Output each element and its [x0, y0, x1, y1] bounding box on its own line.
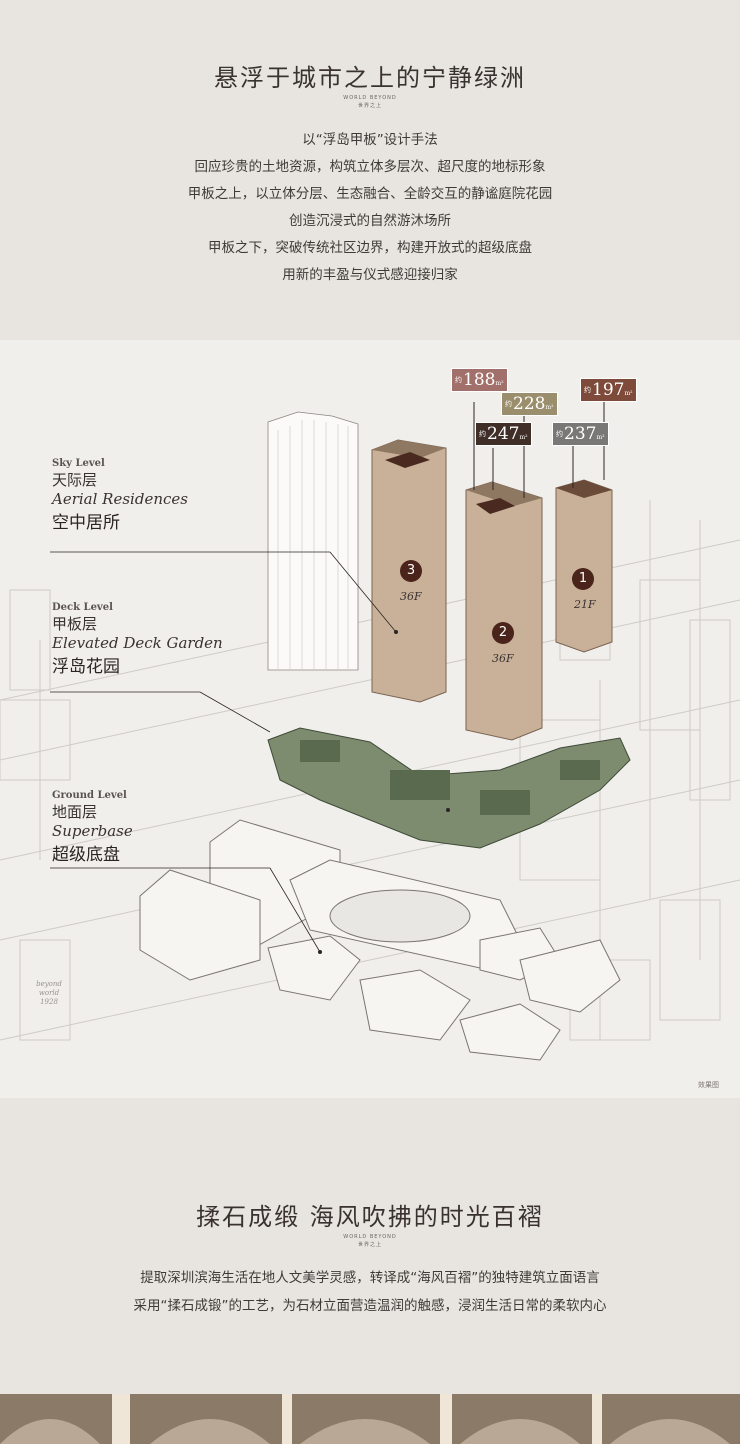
brand-mini-mark: WORLD BEYOND — [343, 95, 397, 101]
intro-line: 甲板之上，以立体分层、生态融合、全龄交互的静谧庭院花园 — [187, 186, 553, 202]
facade-photo — [0, 1394, 740, 1444]
paragraph-line: 提取深圳滨海生活在地人文美学灵感，转译成“海风百褶”的独特建筑立面语言 — [140, 1270, 600, 1286]
building-floors: 36F — [400, 590, 422, 603]
level-en: Deck Level — [52, 602, 113, 613]
intro-line: 甲板之下，突破传统社区边界，构建开放式的超级底盘 — [208, 240, 532, 256]
building-number-badge: 3 — [400, 560, 422, 582]
unit-size-tag: 约188m² — [451, 368, 508, 392]
level-label-sky: Sky Level 天际层 Aerial Residences 空中居所 — [52, 458, 188, 533]
level-cn2: 空中居所 — [52, 513, 120, 533]
section2-paragraph: 提取深圳滨海生活在地人文美学灵感，转译成“海风百褶”的独特建筑立面语言 采用“揉… — [0, 1264, 740, 1320]
intro-line: 用新的丰盈与仪式感迎接归家 — [282, 267, 458, 283]
level-cn: 地面层 — [52, 803, 98, 821]
facade-photo-strip — [0, 1394, 740, 1444]
axonometric-illustration — [0, 402, 740, 1061]
level-italic: Superbase — [52, 822, 133, 840]
building-floors: 36F — [492, 652, 514, 665]
intro-paragraph: 以“浮岛甲板”设计手法 回应珍贵的土地资源，构筑立体多层次、超尺度的地标形象 甲… — [0, 127, 740, 289]
level-en: Sky Level — [52, 458, 105, 469]
leader-dot — [394, 630, 398, 634]
brand-mini-mark-2: WORLD BEYOND — [343, 1234, 397, 1240]
paragraph-line: 采用“揉石成锻”的工艺，为石材立面营造温润的触感，浸润生活日常的柔软内心 — [133, 1298, 607, 1314]
intro-line: 以“浮岛甲板”设计手法 — [302, 132, 438, 148]
level-cn2: 浮岛花园 — [52, 657, 120, 677]
unit-size-tag: 约197m² — [580, 378, 637, 402]
unit-size-tag: 约228m² — [501, 392, 558, 416]
level-en: Ground Level — [52, 790, 127, 801]
leader-dot — [318, 950, 322, 954]
level-cn: 甲板层 — [52, 615, 98, 633]
brand-mini-sub-2: 世界之上 — [357, 1242, 382, 1248]
level-italic: Elevated Deck Garden — [52, 634, 223, 652]
level-italic: Aerial Residences — [52, 490, 188, 508]
intro-line: 创造沉浸式的自然游沐场所 — [289, 213, 451, 229]
rendering-note: 效果图 — [698, 1081, 719, 1089]
level-cn: 天际层 — [52, 471, 98, 489]
building-number-badge: 1 — [572, 568, 594, 590]
unit-size-tag: 约247m² — [475, 422, 532, 446]
level-cn2: 超级底盘 — [52, 845, 120, 865]
level-label-deck: Deck Level 甲板层 Elevated Deck Garden 浮岛花园 — [52, 602, 223, 677]
building-floors: 21F — [574, 598, 596, 611]
leader-dot — [446, 808, 450, 812]
building-number-badge: 2 — [492, 622, 514, 644]
unit-size-tag: 约237m² — [552, 422, 609, 446]
architecture-diagram: Sky Level 天际层 Aerial Residences 空中居所 Dec… — [0, 340, 740, 1098]
section-title-2: 揉石成缎 海风吹拂的时光百褶 — [196, 1203, 544, 1231]
watermark-logo: beyond world 1928 — [36, 980, 62, 1006]
section-title: 悬浮于城市之上的宁静绿洲 — [214, 64, 526, 92]
brand-mini-sub: 世界之上 — [357, 103, 382, 109]
intro-line: 回应珍贵的土地资源，构筑立体多层次、超尺度的地标形象 — [194, 159, 546, 175]
level-label-ground: Ground Level 地面层 Superbase 超级底盘 — [52, 790, 133, 865]
